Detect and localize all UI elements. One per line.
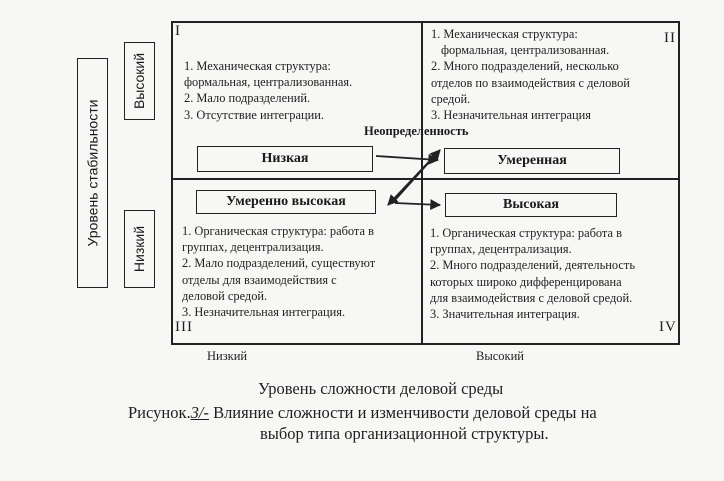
matrix-frame <box>171 21 680 345</box>
x-low-label: Низкий <box>207 349 248 363</box>
quadrant-2-text: 1. Механическая структура: формальная, ц… <box>431 26 630 123</box>
figure-caption-prefix: Рисунок. <box>128 403 191 422</box>
quadrant-4-text: 1. Органическая структура: работа в груп… <box>430 225 635 322</box>
y-axis-title-box: Уровень стабильности <box>77 58 108 288</box>
arrow-to-high <box>394 199 442 210</box>
y-low-label-box: Низкий <box>124 210 155 288</box>
figure-caption-text: Влияние сложности и изменчивости деловой… <box>213 403 597 422</box>
figure-caption-line1: Рисунок.3/- Влияние сложности и изменчив… <box>128 403 597 423</box>
matrix-horizontal-divider <box>171 178 680 180</box>
quadrant-2-line: средой. <box>431 91 471 106</box>
level-low-box: Низкая <box>197 146 373 172</box>
quadrant-1-line: 1. Механическая структура: <box>184 59 331 73</box>
quadrant-2-line: 3. Незначительная интеграция <box>431 108 591 123</box>
x-high-label: Высокий <box>476 349 524 363</box>
matrix-vertical-divider <box>421 21 423 345</box>
quadrant-3-line: 3. Незначительная интеграция. <box>182 305 346 320</box>
level-moderate-label: Умеренная <box>497 153 567 168</box>
quadrant-2-line: отделов по взаимодействия с деловой <box>431 75 630 90</box>
figure-number: 3/- <box>190 403 209 422</box>
arrow-diagonal-down <box>387 149 441 206</box>
level-high-label: Высокая <box>503 197 559 212</box>
figure-caption-line2: выбор типа организационной структуры. <box>260 424 549 443</box>
quadrant-3-numeral: III <box>175 319 193 335</box>
level-low-label: Низкая <box>261 151 309 166</box>
x-axis-title: Уровень сложности деловой среды <box>258 379 504 398</box>
y-high-label-box: Высокий <box>124 42 155 120</box>
level-moderate-box: Умеренная <box>444 148 620 174</box>
level-moderately-high-box: Умеренно высокая <box>196 190 376 214</box>
quadrant-2-numeral: II <box>664 30 676 46</box>
quadrant-4-line: 2. Много подразделений, деятельность <box>430 258 635 273</box>
quadrant-3-text: 1. Органическая структура: работа в груп… <box>182 223 375 320</box>
quadrant-1-text: 1. Механическая структура: формальная, ц… <box>184 58 352 123</box>
uncertainty-label: Неопределенность <box>364 124 469 138</box>
quadrant-2-line: формальная, централизованная. <box>441 43 610 58</box>
quadrant-4-line: для взаимодействия с деловой средой. <box>430 290 633 305</box>
quadrant-4-line: которых широко дифференцирована <box>430 274 622 289</box>
quadrant-2-line: 2. Много подразделений, несколько <box>431 59 619 74</box>
quadrant-1-line: 2. Мало подразделений. <box>184 91 311 106</box>
quadrant-2-line: 1. Механическая структура: <box>431 27 578 41</box>
quadrant-3-line: группах, децентрализация. <box>182 240 324 255</box>
quadrant-3-line: 1. Органическая структура: работа в <box>182 224 374 238</box>
quadrant-1-line: формальная, централизованная. <box>184 75 353 90</box>
quadrant-4-line: 1. Органическая структура: работа в <box>430 226 622 240</box>
quadrant-3-line: деловой средой. <box>182 288 268 303</box>
quadrant-4-line: группах, децентрализация. <box>430 242 572 257</box>
quadrant-1-line: 3. Отсутствие интеграции. <box>184 107 324 122</box>
arrow-low-to-moderate <box>375 153 440 165</box>
quadrant-1-numeral: I <box>175 23 181 39</box>
quadrant-4-numeral: IV <box>659 319 677 335</box>
quadrant-3-line: 2. Мало подразделений, существуют <box>182 256 376 271</box>
level-high-box: Высокая <box>445 193 617 217</box>
level-moderately-high-label: Умеренно высокая <box>226 194 346 209</box>
quadrant-4-line: 3. Значительная интеграция. <box>430 307 580 322</box>
quadrant-3-line: отделы для взаимодействия с <box>182 272 337 287</box>
